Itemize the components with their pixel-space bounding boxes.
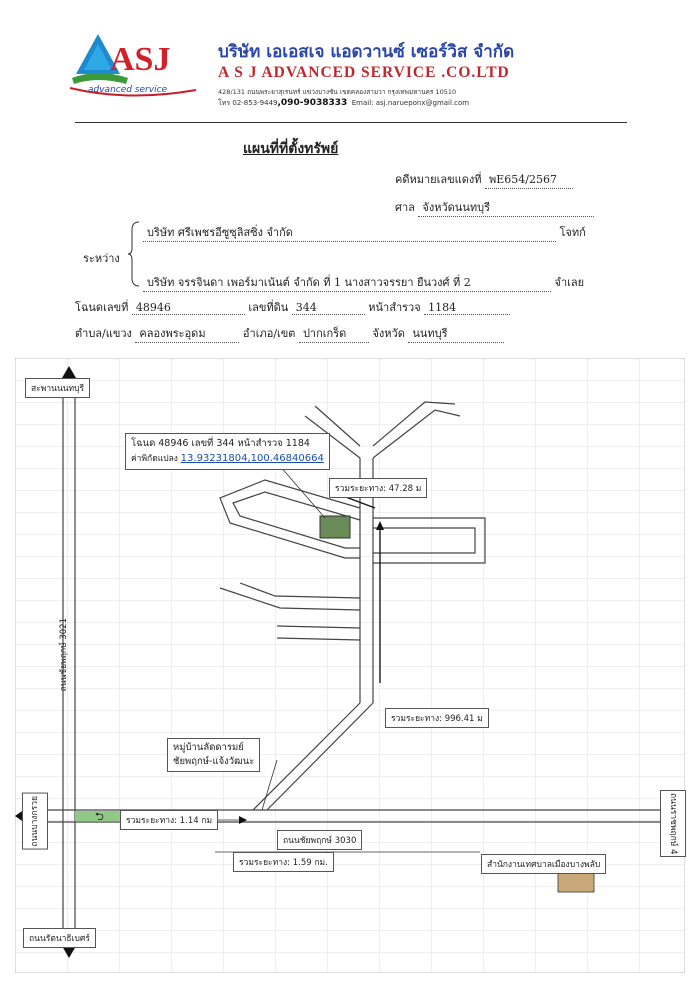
email: Email: asj.narueponx@gmail.com: [351, 99, 470, 107]
case-value: พE654/2567: [485, 170, 574, 189]
land-no-label: เลขที่ดิน: [248, 301, 289, 314]
district-label: อำเภอ/เขต: [242, 327, 296, 340]
coordinate-link[interactable]: 13.93231804,100.46840664: [180, 453, 324, 464]
distance-47m: รวมระยะทาง: 47.28 ม: [329, 478, 428, 498]
district-value: ปากเกร็ด: [298, 324, 369, 343]
location-map: ⮌ สะพานนนทบุรี ถน: [15, 358, 686, 973]
company-name-thai: บริษัท เอเอสเจ แอดวานซ์ เซอร์วิส จำกัด: [218, 42, 515, 62]
svg-text:⮌: ⮌: [95, 810, 104, 823]
bridge-label: สะพานนนทบุรี: [25, 378, 91, 398]
coordinate-label: ค่าพิกัดแปลง: [131, 454, 178, 464]
municipal-office-label: สำนักงานเทศบาลเมืองบางพลับ: [481, 854, 607, 874]
rattanathibet-road-label: ถนนรัตนาธิเบศร์: [23, 928, 96, 948]
plaintiff-name: บริษัท ศรีเพชรอีซูซุลิสซิ่ง จำกัด: [143, 223, 556, 242]
subdistrict-value: คลองพระอุดม: [135, 324, 240, 343]
between-label: ระหว่าง: [83, 252, 120, 265]
company-name-english: A S J ADVANCED SERVICE .CO.LTD: [218, 64, 510, 81]
logo-subtext: advanced service: [88, 85, 168, 95]
deed-value: 48946: [131, 301, 245, 315]
logo-letters: ASJ: [110, 41, 170, 78]
plaintiff-line: บริษัท ศรีเพชรอีซูซุลิสซิ่ง จำกัด โจทก์: [143, 223, 586, 242]
location-line: ตำบล/แขวง คลองพระอุดม อำเภอ/เขต ปากเกร็ด…: [75, 324, 505, 343]
company-logo: ASJ advanced service: [69, 34, 197, 97]
document-title: แผนที่ที่ตั้งทรัพย์: [243, 141, 339, 157]
property-info-box: โฉนด 48946 เลขที่ 344 หน้าสำรวจ 1184 ค่า…: [125, 433, 330, 470]
phone-mobile: ,090-9038333: [277, 98, 348, 108]
header-divider: [75, 122, 627, 123]
south-arrow-icon: [62, 946, 76, 958]
plaintiff-role: โจทก์: [559, 226, 586, 239]
court-label: ศาล: [395, 201, 415, 214]
company-contact: โทร 02-853-9449,090-9038333 Email: asj.n…: [218, 98, 469, 109]
survey-label: หน้าสำรวจ: [368, 301, 421, 314]
court-value: จังหวัดนนทบุรี: [418, 198, 595, 217]
defendant-line: บริษัท จรรจินดา เพอร์มาเน้นต์ จำกัด ที่ …: [143, 273, 584, 292]
property-info: โฉนด 48946 เลขที่ 344 หน้าสำรวจ 1184: [131, 438, 310, 449]
village-line-1: หมู่บ้านลัดดารมย์: [173, 742, 244, 753]
north-arrow-icon: [62, 366, 76, 378]
survey-value: 1184: [424, 301, 511, 315]
land-no-value: 344: [291, 301, 365, 315]
brace-icon: [127, 221, 140, 287]
right-road-label: ถนนราชพฤกษ์ 4: [660, 790, 686, 858]
court-line: ศาล จังหวัดนนทบุรี: [395, 198, 595, 217]
distance-996m: รวมระยะทาง: 996.41 ม: [385, 708, 489, 728]
chaiyaphruek-3021-label: ถนนชัยพฤกษ์ 3021: [59, 618, 69, 692]
distance-1-59km: รวมระยะทาง: 1.59 กม.: [233, 852, 334, 872]
case-label: คดีหมายเลขแดงที่: [395, 173, 482, 186]
coordinate-line: ค่าพิกัดแปลง 13.93231804,100.46840664: [131, 451, 324, 467]
left-road-label: ถนนบางกรวย: [22, 793, 48, 850]
company-address: 428/131 ถนนพระยาสุเรนทร์ แขวงบางชัน เขตค…: [218, 88, 457, 96]
defendant-role: จำเลย: [554, 276, 585, 289]
province-value: นนทบุรี: [408, 324, 505, 343]
deed-line: โฉนดเลขที่ 48946 เลขที่ดิน 344 หน้าสำรวจ…: [75, 298, 511, 316]
village-line-2: ชัยพฤกษ์-แจ้งวัฒนะ: [173, 756, 255, 767]
distance-1-14km: รวมระยะทาง: 1.14 กม: [120, 810, 219, 830]
case-number-line: คดีหมายเลขแดงที่ พE654/2567: [395, 170, 574, 189]
village-label: หมู่บ้านลัดดารมย์ ชัยพฤกษ์-แจ้งวัฒนะ: [167, 738, 261, 772]
province-label: จังหวัด: [372, 327, 405, 340]
defendant-name: บริษัท จรรจินดา เพอร์มาเน้นต์ จำกัด ที่ …: [143, 273, 551, 292]
map-drawing: ⮌: [15, 358, 685, 973]
chaiyaphruek-3030-label: ถนนชัยพฤกษ์ 3030: [277, 830, 363, 850]
subdistrict-label: ตำบล/แขวง: [75, 327, 132, 340]
deed-label: โฉนดเลขที่: [75, 301, 129, 314]
phone-prefix: โทร 02-853-9449: [218, 99, 278, 107]
